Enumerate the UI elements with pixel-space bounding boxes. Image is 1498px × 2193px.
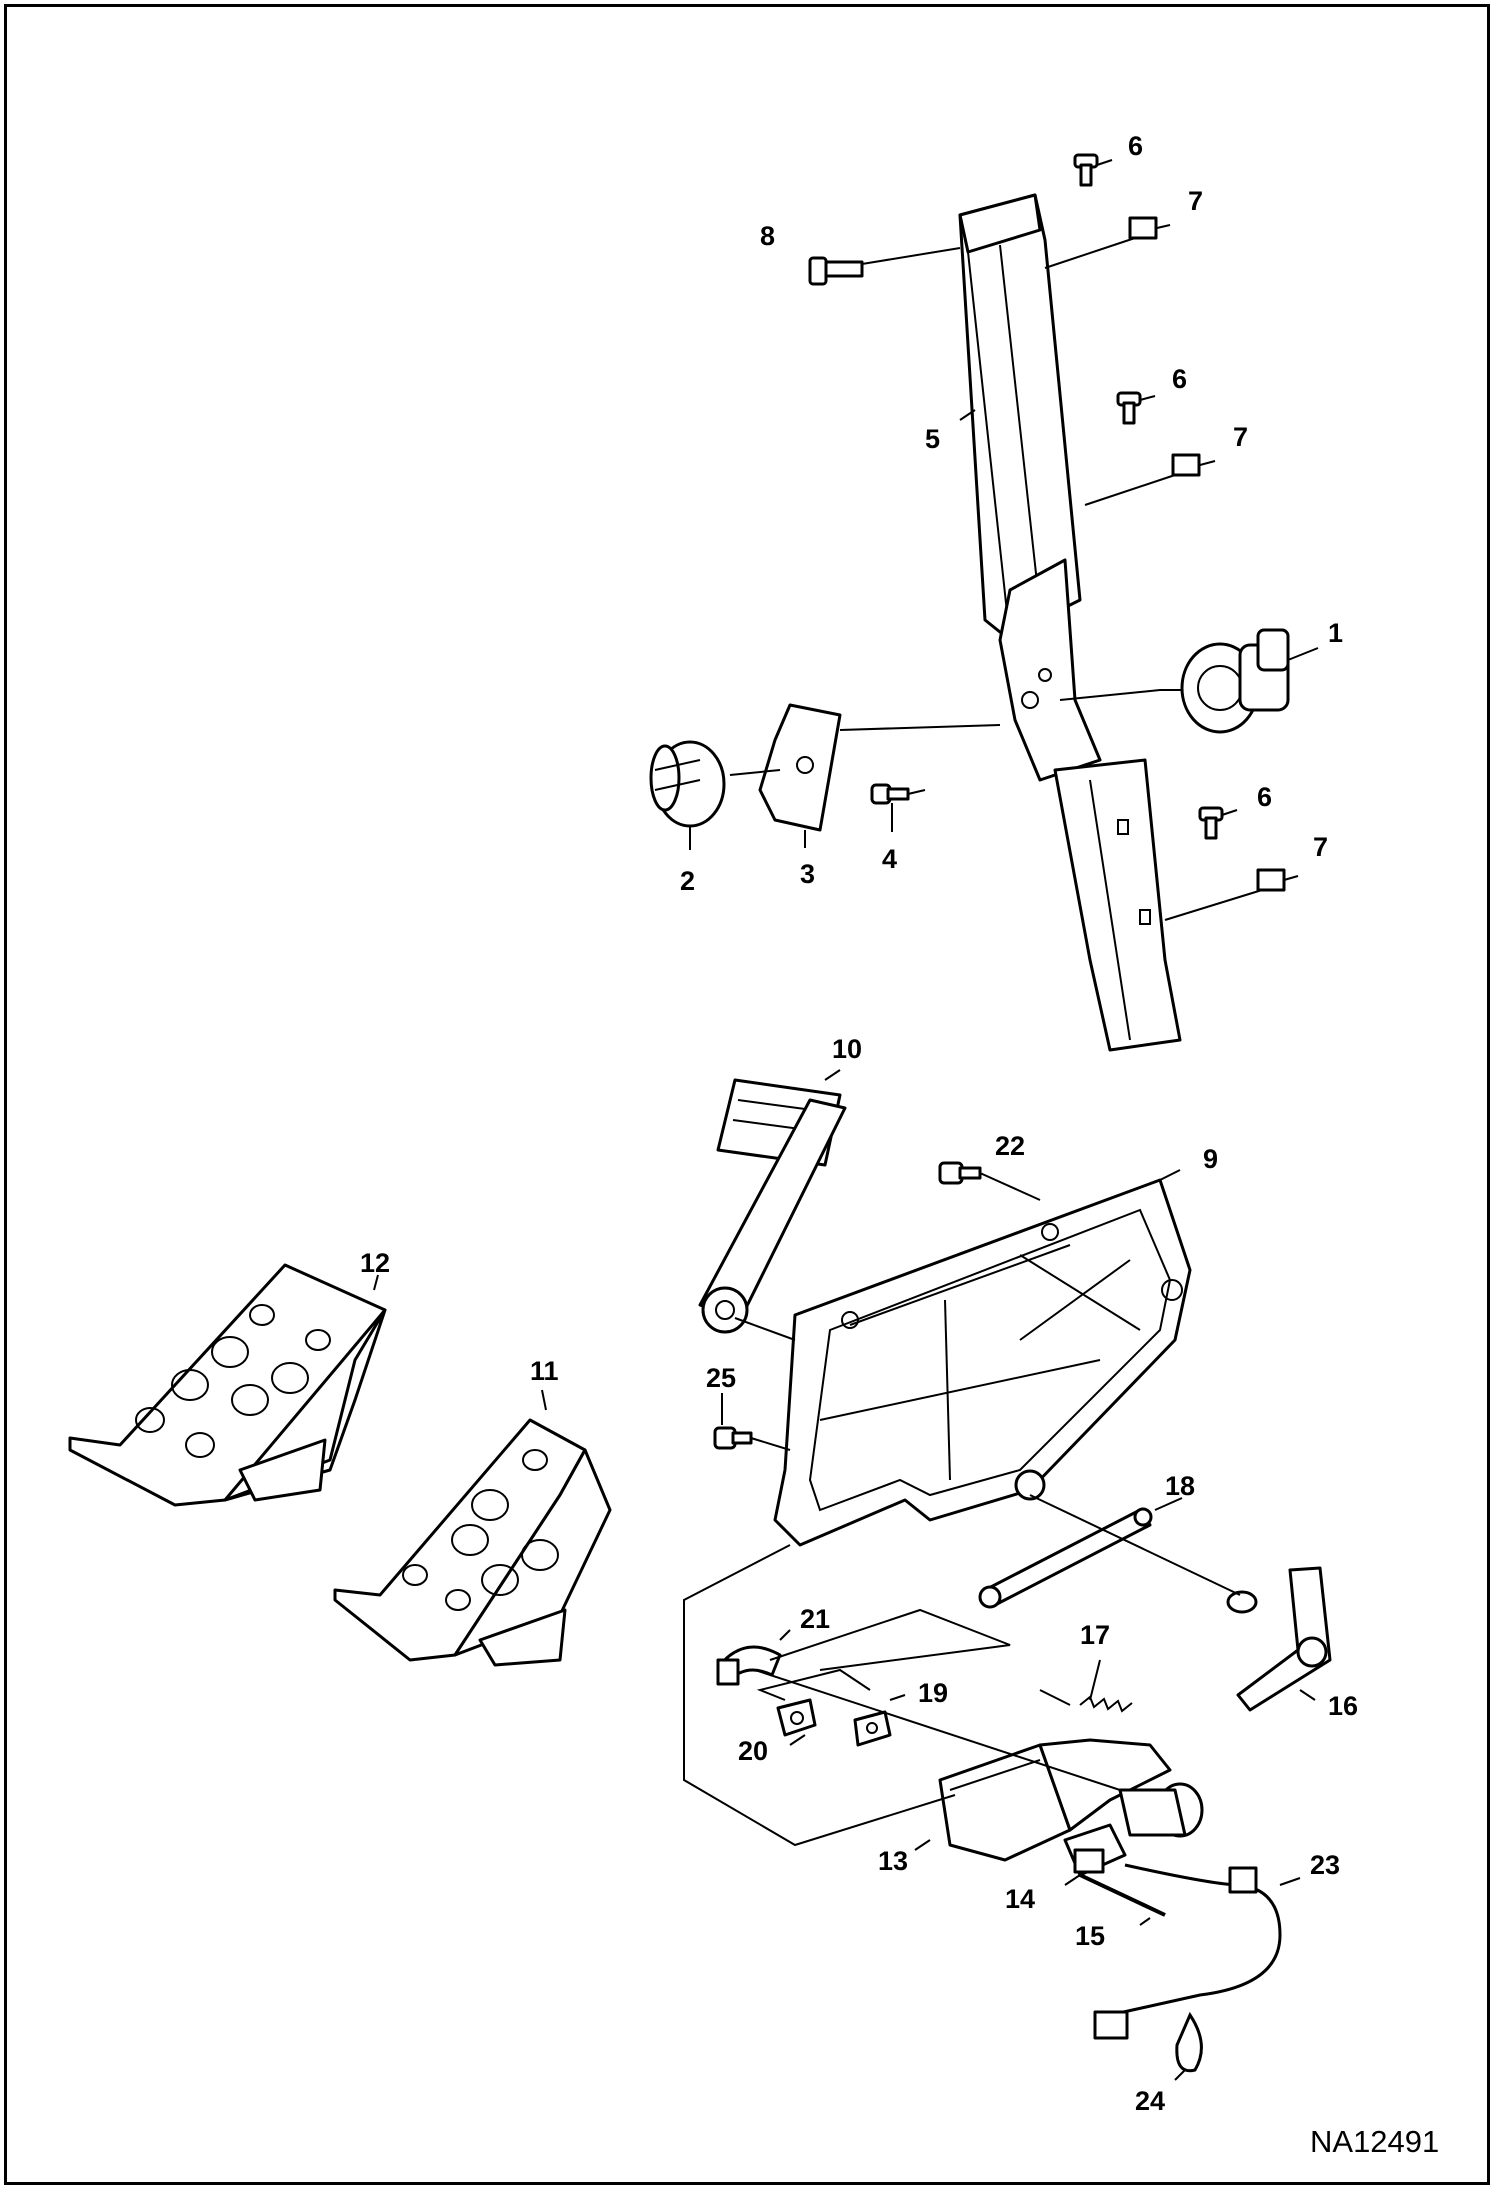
callout-17: 17 — [1080, 1620, 1110, 1650]
callout-7a: 7 — [1188, 186, 1203, 216]
leader-lines-upper — [689, 159, 1319, 921]
wire-harness-23 — [1093, 1863, 1282, 2040]
gasket-3 — [758, 703, 842, 832]
pin-15 — [1079, 1873, 1166, 1917]
callout-12: 12 — [360, 1248, 390, 1278]
bolt-22 — [938, 1161, 982, 1185]
callout-3: 3 — [800, 859, 815, 889]
callout-14: 14 — [1005, 1884, 1035, 1914]
lever-16 — [1226, 1566, 1332, 1712]
diagram-reference-number: NA12491 — [1310, 2124, 1439, 2159]
callout-labels: 1 2 3 4 5 6 6 6 7 7 7 8 9 10 11 12 13 14… — [360, 131, 1358, 2116]
screw-4 — [870, 783, 910, 805]
foot-plate-12 — [68, 1263, 387, 1507]
bolt-25 — [713, 1426, 753, 1450]
rod-18 — [978, 1507, 1153, 1609]
plug-2 — [649, 740, 726, 828]
callout-5: 5 — [925, 424, 940, 454]
washer-19 — [853, 1710, 892, 1747]
position-sensor-1 — [1160, 628, 1290, 734]
callout-9: 9 — [1203, 1144, 1218, 1174]
bolt-6-top — [1073, 153, 1099, 187]
callout-16: 16 — [1328, 1691, 1358, 1721]
leader-lines-lower — [373, 1069, 1316, 2081]
callout-2: 2 — [680, 866, 695, 896]
callout-6a: 6 — [1128, 131, 1143, 161]
callout-19: 19 — [918, 1678, 948, 1708]
clip-7-low — [1256, 868, 1286, 892]
callout-21: 21 — [800, 1604, 830, 1634]
foot-plate-11 — [333, 1418, 612, 1667]
callout-13: 13 — [878, 1846, 908, 1876]
spring-17 — [1079, 1695, 1133, 1713]
connector-14 — [1063, 1823, 1127, 1877]
callout-1: 1 — [1328, 618, 1343, 648]
bolt-6-mid — [1116, 391, 1142, 425]
clip-21 — [716, 1645, 782, 1686]
callout-25: 25 — [706, 1363, 736, 1393]
bolt-6-low — [1198, 806, 1224, 840]
clip-7-top — [1128, 216, 1158, 240]
callout-15: 15 — [1075, 1921, 1105, 1951]
pedal-arm-10 — [698, 1078, 847, 1334]
callout-10: 10 — [832, 1034, 862, 1064]
callout-8: 8 — [760, 221, 775, 251]
callout-4: 4 — [882, 844, 897, 874]
clip-7-mid — [1171, 453, 1201, 477]
callout-24: 24 — [1135, 2086, 1165, 2116]
callout-11: 11 — [530, 1356, 559, 1386]
callout-23: 23 — [1310, 1850, 1340, 1880]
callout-7b: 7 — [1233, 422, 1248, 452]
pedal-housing-9 — [773, 1178, 1192, 1547]
callout-18: 18 — [1165, 1471, 1195, 1501]
callout-6c: 6 — [1257, 782, 1272, 812]
callout-22: 22 — [995, 1131, 1025, 1161]
callout-7c: 7 — [1313, 832, 1328, 862]
callout-6b: 6 — [1172, 364, 1187, 394]
pedal-bracket-column — [958, 193, 1182, 1052]
pin-8 — [808, 256, 864, 286]
callout-20: 20 — [738, 1736, 768, 1766]
washer-20 — [776, 1698, 817, 1737]
cable-tie-24 — [1175, 2011, 1203, 2073]
